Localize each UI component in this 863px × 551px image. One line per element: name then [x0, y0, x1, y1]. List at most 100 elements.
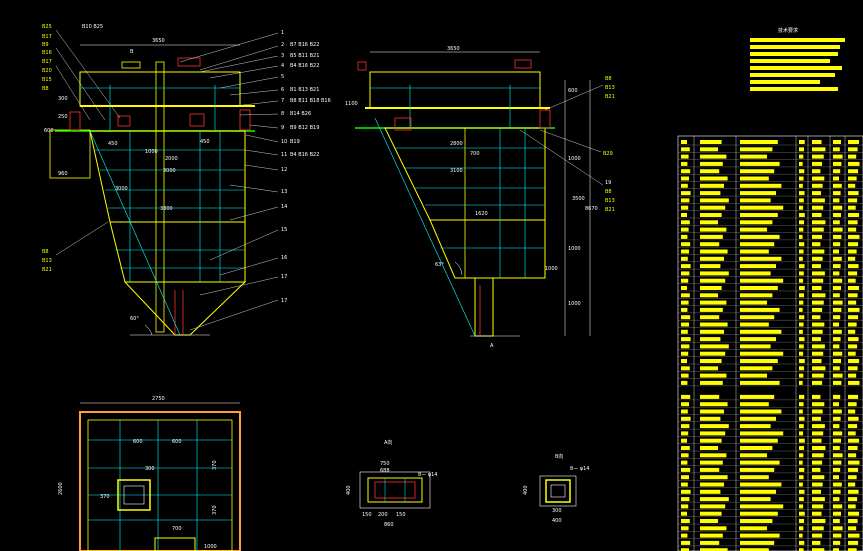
- bom-cell: [740, 366, 773, 371]
- bom-cell: [812, 205, 824, 210]
- bom-cell: [833, 497, 840, 502]
- left-balloon: B20: [42, 68, 52, 74]
- plan-dim: 300: [145, 466, 155, 472]
- bom-cell: [812, 373, 824, 378]
- bom-cell: [848, 409, 856, 414]
- bom-cell: [848, 227, 857, 232]
- left-inner-dim: 3800: [160, 206, 173, 212]
- left-elevation-view: 3650 B B10 B25 B25 B17 B9 B16 B17 B20 B1…: [42, 24, 255, 336]
- bom-cell: [848, 548, 857, 551]
- bom-cell: [833, 227, 843, 232]
- bom-cell: [681, 315, 691, 320]
- bom-cell: [700, 351, 726, 356]
- bom-cell: [848, 460, 860, 465]
- bom-cell: [812, 366, 826, 371]
- bom-cell: [700, 453, 727, 458]
- callout-number: 2: [281, 42, 284, 48]
- bom-cell: [740, 220, 773, 225]
- bom-cell: [812, 540, 821, 545]
- section-a-title: A向: [384, 439, 392, 446]
- section-a-view: A向 750 688 400 150 200 150 860 8— φ14: [346, 439, 437, 528]
- bom-cell: [681, 264, 691, 269]
- bom-cell: [681, 504, 689, 509]
- bom-cell: [848, 169, 859, 174]
- bom-cell: [812, 234, 823, 239]
- right-balloon-2: B21: [605, 207, 615, 213]
- callout-number: 14: [281, 204, 287, 210]
- left-bottom-balloon: B13: [42, 258, 52, 264]
- bom-cell: [848, 234, 860, 239]
- callout-tags: B5 B11 B21: [290, 53, 319, 59]
- right-balloon-2: B13: [605, 198, 615, 204]
- bom-cell: [833, 307, 842, 312]
- bom-cell: [848, 446, 858, 450]
- bom-cell: [700, 409, 724, 414]
- bom-cell: [700, 402, 728, 407]
- bom-cell: [799, 380, 803, 385]
- bom-cell: [740, 519, 773, 523]
- bom-cell: [799, 242, 805, 247]
- bom-cell: [700, 519, 718, 523]
- bom-cell: [681, 359, 687, 363]
- bom-cell: [833, 183, 842, 188]
- bom-cell: [833, 460, 842, 465]
- bom-cell: [812, 497, 825, 502]
- left-balloon: B17: [42, 59, 52, 65]
- section-b-outer: [539, 475, 577, 507]
- plan-grid: [88, 420, 232, 551]
- bom-cell: [700, 147, 718, 152]
- bom-cell: [799, 460, 803, 465]
- bom-cell: [812, 344, 825, 349]
- left-grid: [80, 85, 245, 282]
- bom-cell: [812, 307, 823, 312]
- left-angle-arc: [144, 324, 153, 336]
- bom-cell: [700, 446, 718, 450]
- right-section-marker: A: [490, 343, 494, 349]
- section-b-title: B向: [555, 453, 563, 460]
- plan-dim: 600: [133, 439, 143, 445]
- bom-cell: [799, 183, 803, 188]
- right-dim: 1000: [568, 246, 581, 252]
- bom-cell: [681, 154, 689, 159]
- bom-cell: [833, 198, 840, 203]
- bom-cell: [833, 234, 842, 239]
- plan-dim: 370: [212, 460, 218, 470]
- bom-cell: [799, 482, 803, 487]
- bom-cell: [700, 329, 724, 334]
- bom-cell: [740, 351, 784, 356]
- section-a-side-dim: 400: [346, 485, 352, 495]
- bom-cell: [700, 169, 720, 174]
- bom-cell: [681, 424, 690, 429]
- bom-cell: [700, 264, 721, 269]
- bom-cell: [681, 394, 691, 399]
- bom-cell: [740, 307, 780, 312]
- bom-cell: [681, 176, 689, 181]
- bom-cell: [833, 147, 840, 152]
- right-top-frame: [369, 71, 541, 109]
- bom-cell: [812, 183, 823, 188]
- bom-cell: [812, 293, 826, 298]
- bom-cell: [681, 198, 690, 203]
- bom-cell: [740, 533, 780, 538]
- bom-cell: [812, 169, 821, 174]
- bom-cell: [740, 359, 778, 363]
- callout-tags: B4 B16 B22: [290, 63, 319, 69]
- bom-cell: [812, 140, 822, 144]
- bom-cell: [799, 489, 805, 494]
- bom-cell: [740, 460, 780, 465]
- bom-cell: [681, 373, 689, 378]
- bom-cell: [681, 293, 690, 298]
- bom-cell: [799, 424, 804, 429]
- bom-cell: [812, 394, 821, 399]
- bom-cell: [833, 373, 843, 378]
- bom-cell: [700, 307, 723, 312]
- bom-cell: [812, 409, 823, 414]
- bom-cell: [812, 249, 825, 254]
- left-balloon: B15: [42, 77, 52, 83]
- left-side-dim: 250: [58, 114, 68, 120]
- bom-cell: [700, 359, 722, 363]
- bom-cell: [848, 431, 856, 436]
- bom-cell: [700, 373, 727, 378]
- callout-list: 1 2 B7 B16 B22 3 B5 B11 B21 4 B4 B16 B22…: [179, 30, 331, 331]
- bom-cell: [740, 315, 775, 320]
